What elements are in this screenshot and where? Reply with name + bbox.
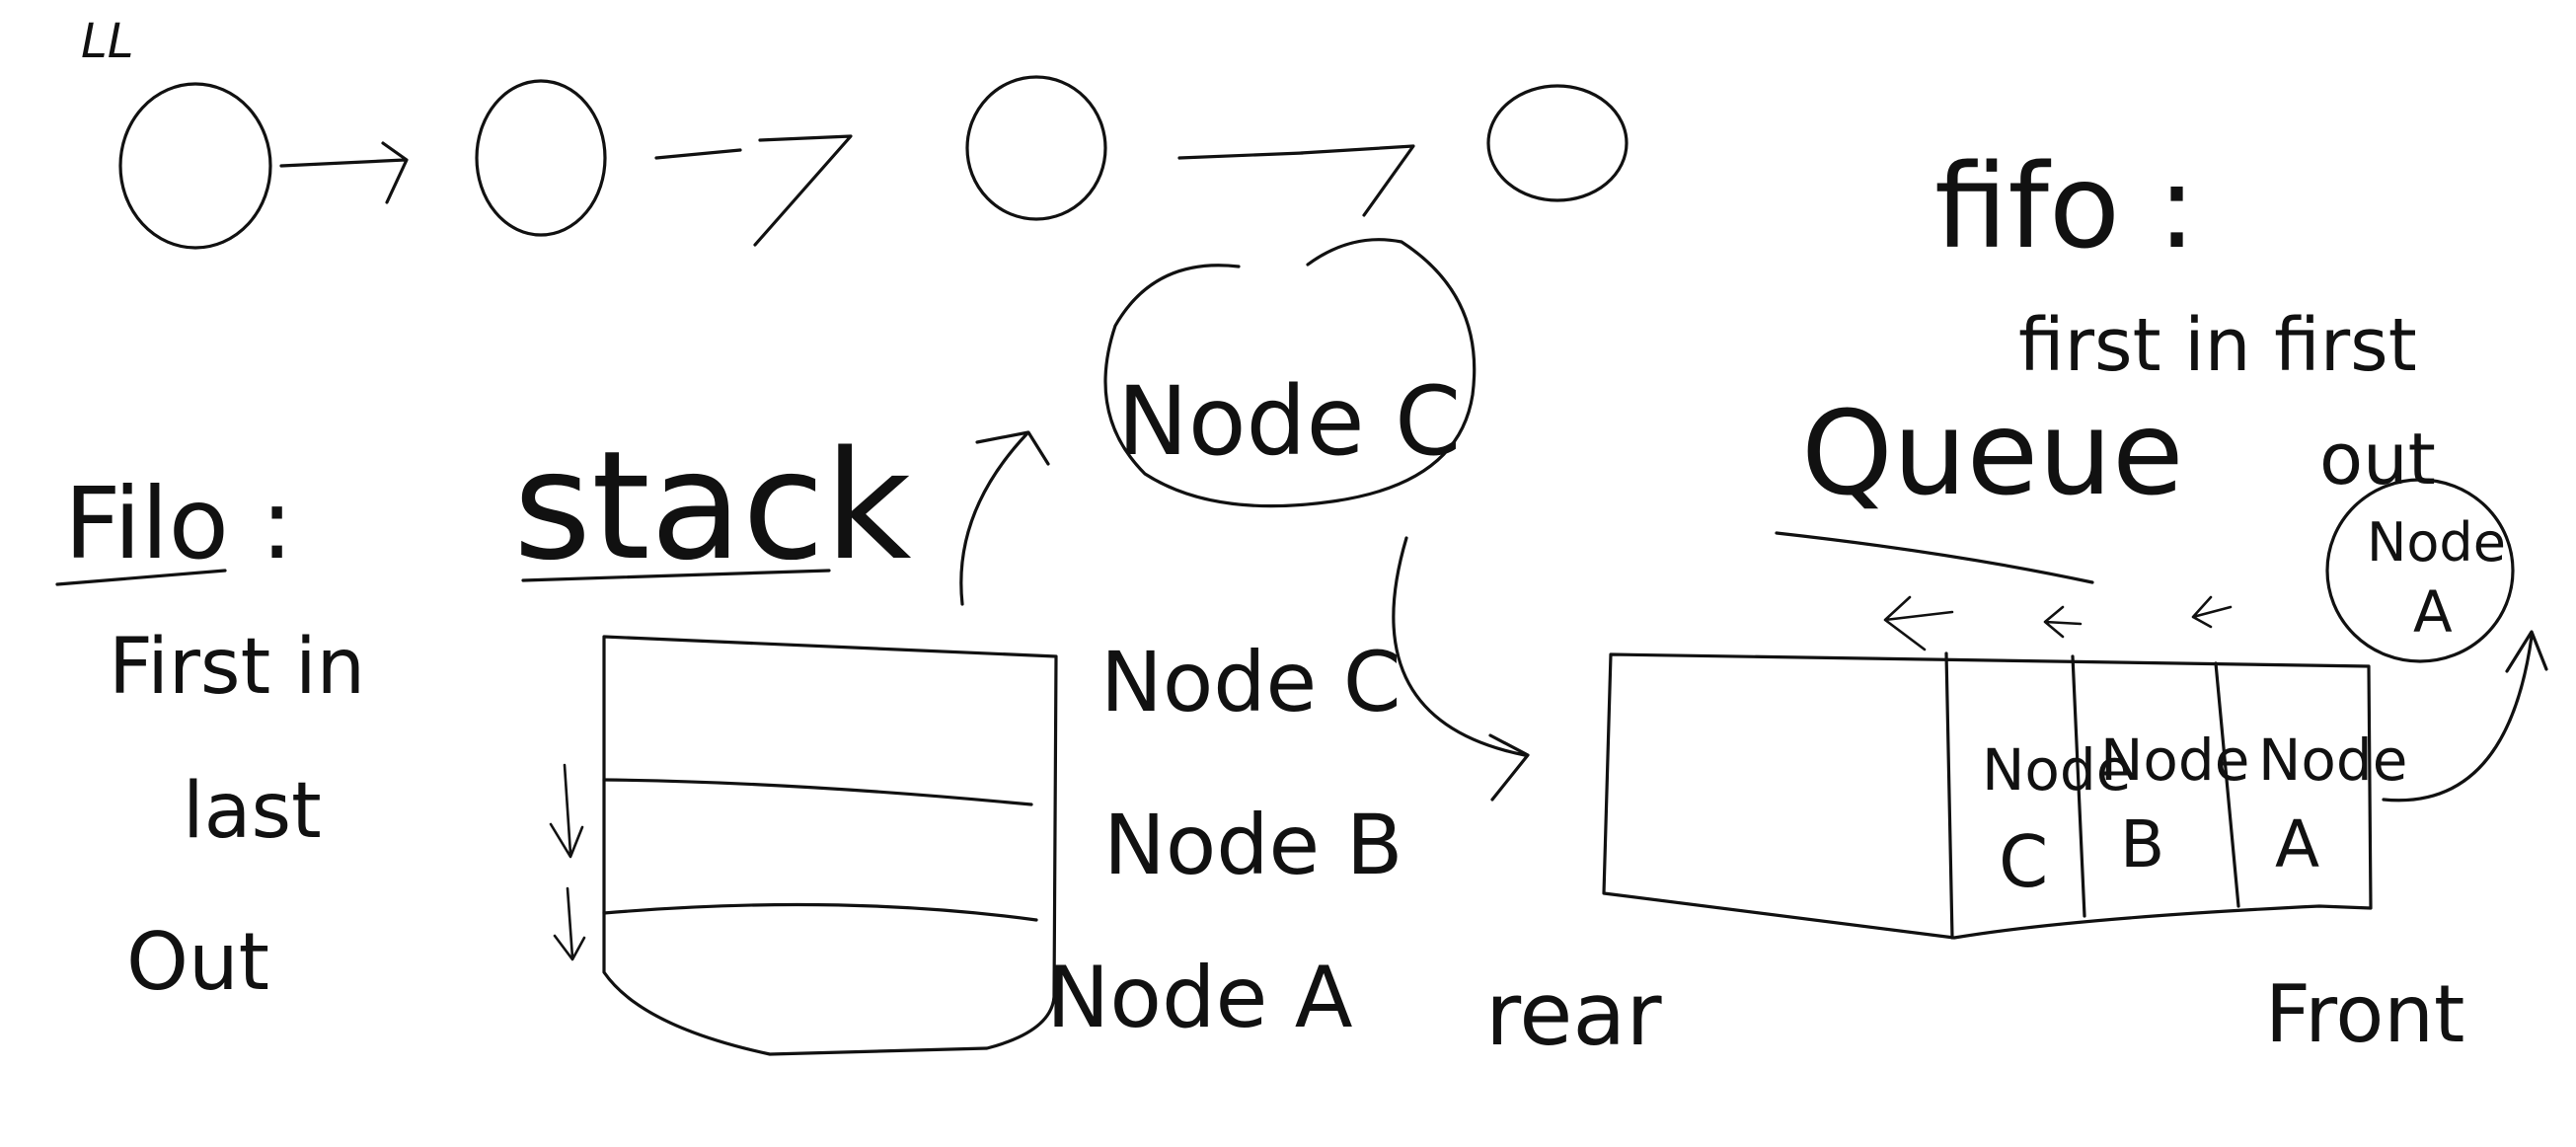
- filo-line-3: Out: [126, 916, 269, 1008]
- stack-label-node-a: Node A: [1046, 949, 1353, 1047]
- list-node-3: [965, 75, 1107, 221]
- queue-title: Queue: [1801, 385, 2184, 521]
- rear-label: rear: [1485, 963, 1662, 1065]
- filo-line-1: First in: [109, 623, 365, 712]
- node-a-bubble-line2: A: [2413, 578, 2453, 646]
- node-a-bubble-outline: [2325, 478, 2515, 663]
- list-arrow-3: [1177, 144, 1415, 217]
- stack-divider-2: [602, 902, 1038, 922]
- dequeue-arrow-top-3: [2191, 595, 2233, 629]
- queue-diagram: Queue Node C Node B Node A rear Front: [1392, 385, 2548, 1065]
- stack-label-node-b: Node B: [1103, 797, 1403, 893]
- stack-title-underline: [521, 569, 831, 582]
- stack-container: [602, 635, 1058, 1056]
- pop-arrow: [959, 430, 1050, 606]
- list-arrow-2: [654, 134, 853, 247]
- node-a-bubble: Node A: [2325, 478, 2515, 663]
- queue-cell-b-line1: Node: [2100, 726, 2249, 794]
- linked-list-diagram: LL: [81, 14, 1629, 250]
- node-c-bubble-outline: [1103, 238, 1477, 508]
- dequeue-arrow-front: [2382, 630, 2548, 803]
- list-node-4: [1486, 84, 1629, 202]
- dequeue-arrow-top-1: [1883, 595, 1954, 651]
- queue-divider-3: [2214, 661, 2240, 908]
- queue-cell-a-line2: A: [2275, 806, 2319, 882]
- stack-label-node-c: Node C: [1100, 634, 1402, 730]
- queue-container: [1602, 652, 2373, 940]
- node-a-bubble-line1: Node: [2367, 511, 2506, 574]
- dequeue-arrow-top-2: [2043, 605, 2083, 639]
- stack-divider-1: [602, 778, 1033, 806]
- enqueue-arrow: [1392, 536, 1530, 802]
- node-c-bubble: Node C: [1103, 238, 1477, 508]
- push-arrow-2: [553, 886, 586, 961]
- queue-cell-c-line1: Node: [1982, 736, 2131, 803]
- list-node-1: [118, 82, 272, 250]
- ll-label: LL: [81, 14, 133, 69]
- list-node-2: [475, 79, 607, 237]
- list-arrow-1: [279, 141, 409, 204]
- front-label: Front: [2265, 968, 2464, 1060]
- queue-cell-c-line2: C: [1999, 820, 2048, 903]
- fifo-title: fifo :: [1934, 138, 2196, 274]
- stack-diagram: stack Node C Node B Node A: [513, 419, 1403, 1056]
- filo-title: Filo :: [64, 466, 293, 581]
- queue-divider-1: [1944, 651, 1954, 940]
- node-c-bubble-label: Node C: [1117, 366, 1461, 477]
- queue-title-underline: [1775, 531, 2094, 584]
- queue-cell-a-line1: Node: [2258, 726, 2407, 794]
- fifo-line-2: out: [2319, 418, 2436, 500]
- fifo-definition: fifo : first in first out: [1934, 138, 2436, 500]
- filo-definition: Filo : First in last Out: [55, 466, 365, 1008]
- filo-underline: [55, 569, 227, 586]
- stack-title: stack: [513, 419, 912, 593]
- queue-divider-2: [2071, 654, 2086, 918]
- fifo-line-1: first in first: [2018, 303, 2417, 388]
- queue-cell-b-line2: B: [2120, 806, 2164, 882]
- push-arrow-1: [549, 763, 584, 859]
- filo-line-2: last: [183, 767, 322, 856]
